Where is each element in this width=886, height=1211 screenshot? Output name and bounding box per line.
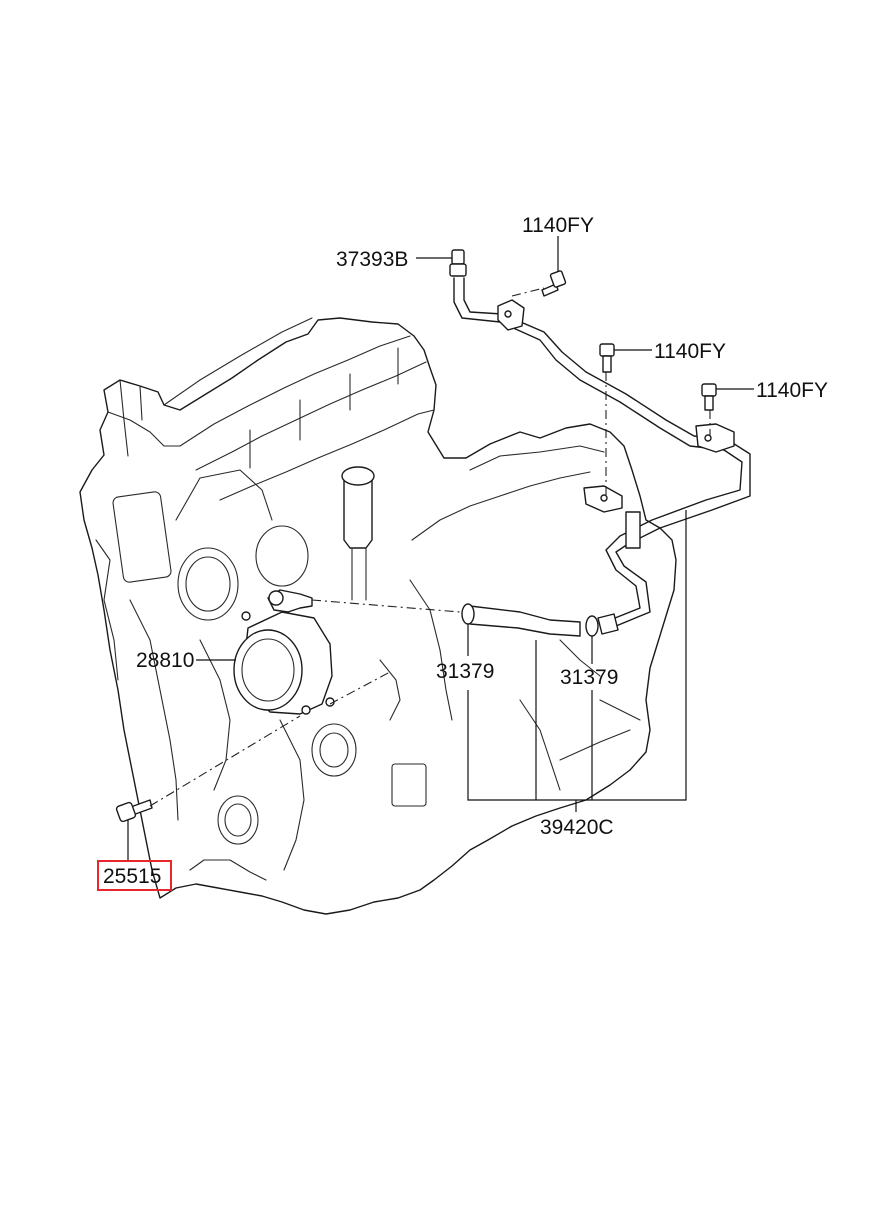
callout-37393b: 37393B xyxy=(336,248,408,271)
highlight-box xyxy=(97,860,172,891)
callout-1140fy-mid: 1140FY xyxy=(654,340,726,363)
bolt-1140fy-right xyxy=(701,383,717,411)
bolt-1140fy-top xyxy=(541,270,567,297)
callout-25515[interactable]: 25515 xyxy=(103,865,161,888)
callout-1140fy-top: 1140FY xyxy=(522,214,594,237)
engine-block xyxy=(79,317,677,915)
bolt-25515 xyxy=(115,799,153,823)
callout-28810: 28810 xyxy=(136,649,194,672)
assembly-lines xyxy=(149,287,711,807)
callout-31379-left: 31379 xyxy=(436,660,494,683)
callout-1140fy-right: 1140FY xyxy=(756,379,828,402)
bolt-1140fy-mid xyxy=(599,343,615,373)
vacuum-tube-assembly xyxy=(449,249,751,637)
vacuum-pump xyxy=(233,589,335,715)
callout-39420c: 39420C xyxy=(540,816,614,839)
leader-lines xyxy=(127,236,754,860)
callout-31379-right: 31379 xyxy=(560,666,618,689)
